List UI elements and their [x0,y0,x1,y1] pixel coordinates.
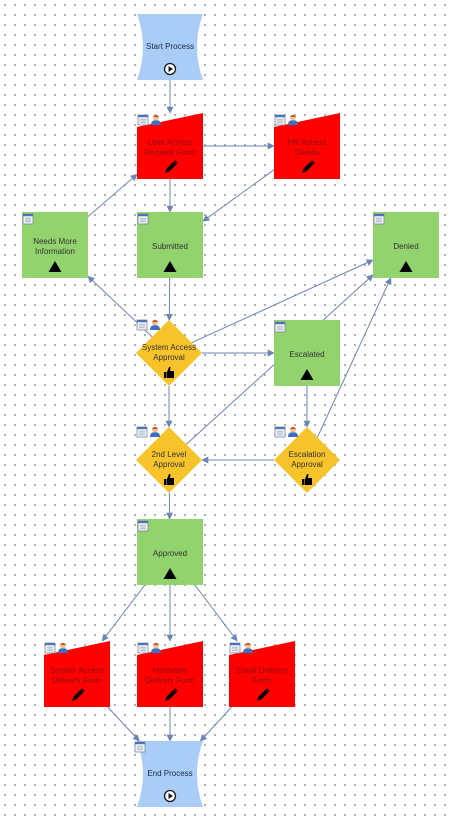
node-label-line: Delivery Form [145,676,195,685]
connectors [87,80,392,742]
connector-needs-more-information-to-user-access-request-form[interactable] [87,173,138,217]
node-label-line: Hardware [153,666,188,675]
connector-hr-access-details-to-submitted[interactable] [202,169,275,222]
thumbs-up-icon [164,367,174,378]
node-escalated[interactable]: Escalated [274,320,340,386]
document-icon[interactable] [136,319,148,331]
node-shape[interactable] [137,641,203,707]
document-icon[interactable] [373,213,385,225]
document-icon[interactable] [137,520,149,532]
user-icon[interactable] [243,642,253,654]
triangle-icon [300,369,314,380]
node-label-line: Approved [153,549,187,558]
node-label-line: Email Delivery [236,666,287,675]
node-shape[interactable] [137,113,203,179]
document-icon[interactable] [274,321,286,333]
document-icon[interactable] [44,642,56,654]
connector-system-access-approval-to-denied[interactable] [191,259,374,344]
triangle-icon [163,568,177,579]
node-label-line: Form [253,676,272,685]
connector-approved-to-system-access-delivery-form[interactable] [101,584,146,642]
user-icon[interactable] [151,642,161,654]
connector-escalation-approval-to-denied[interactable] [316,277,392,438]
node-shape[interactable] [229,641,295,707]
node-label-line: 2nd Level [152,450,187,459]
node-approved[interactable]: Approved [137,519,203,585]
document-icon[interactable] [137,213,149,225]
node-start-process[interactable]: Start Process [137,14,203,80]
node-label-line: End Process [147,769,192,778]
document-icon[interactable] [22,213,34,225]
node-label-line: Details [295,148,319,157]
pencil-icon [72,688,85,701]
document-icon[interactable] [274,114,286,126]
thumbs-up-icon [164,474,174,485]
node-label-line: Approval [291,460,323,469]
node-label-line: Start Process [146,42,194,51]
node-label-line: Escalation [289,450,326,459]
node-label-line: Approval [153,353,185,362]
node-label-line: Needs More [33,237,77,246]
pencil-icon [165,160,178,173]
document-icon[interactable] [229,642,241,654]
node-end-process[interactable]: End Process [134,741,203,807]
document-icon[interactable] [137,642,149,654]
user-icon[interactable] [58,642,68,654]
node-label-line: Denied [393,242,418,251]
triangle-icon [163,261,177,272]
node-submitted[interactable]: Submitted [137,212,203,278]
connector-system-access-delivery-form-to-end-process[interactable] [107,706,140,742]
user-icon[interactable] [151,114,161,126]
node-shape[interactable] [137,14,203,80]
play-icon [163,62,177,76]
triangle-icon [399,261,413,272]
node-shape[interactable] [44,641,110,707]
node-shape[interactable] [136,320,202,386]
node-label-line: Escalated [289,350,324,359]
node-shape[interactable] [274,427,340,493]
node-denied[interactable]: Denied [373,212,439,278]
document-icon[interactable] [274,426,286,438]
node-shape[interactable] [136,427,202,493]
play-icon [163,789,177,803]
document-icon[interactable] [137,114,149,126]
triangle-icon [48,261,62,272]
user-icon[interactable] [288,114,298,126]
connector-email-delivery-form-to-end-process[interactable] [199,706,232,742]
node-shape[interactable] [274,113,340,179]
user-icon[interactable] [150,319,160,331]
node-label-line: Request Form [145,148,196,157]
node-shape[interactable] [137,741,203,807]
node-label-line: Information [35,247,75,256]
document-icon[interactable] [134,741,146,753]
node-label-line: User Access [148,138,192,147]
document-icon[interactable] [136,426,148,438]
user-icon[interactable] [288,426,298,438]
node-label-line: Approval [153,460,185,469]
node-label-line: System Access [50,666,104,675]
node-label-line: System Access [142,343,196,352]
user-icon[interactable] [150,426,160,438]
connector-approved-to-email-delivery-form[interactable] [194,584,238,642]
thumbs-up-icon [302,474,312,485]
node-label-line: HR Access [287,138,326,147]
node-label-line: Submitted [152,242,188,251]
node-label-line: Delivery Form [52,676,102,685]
